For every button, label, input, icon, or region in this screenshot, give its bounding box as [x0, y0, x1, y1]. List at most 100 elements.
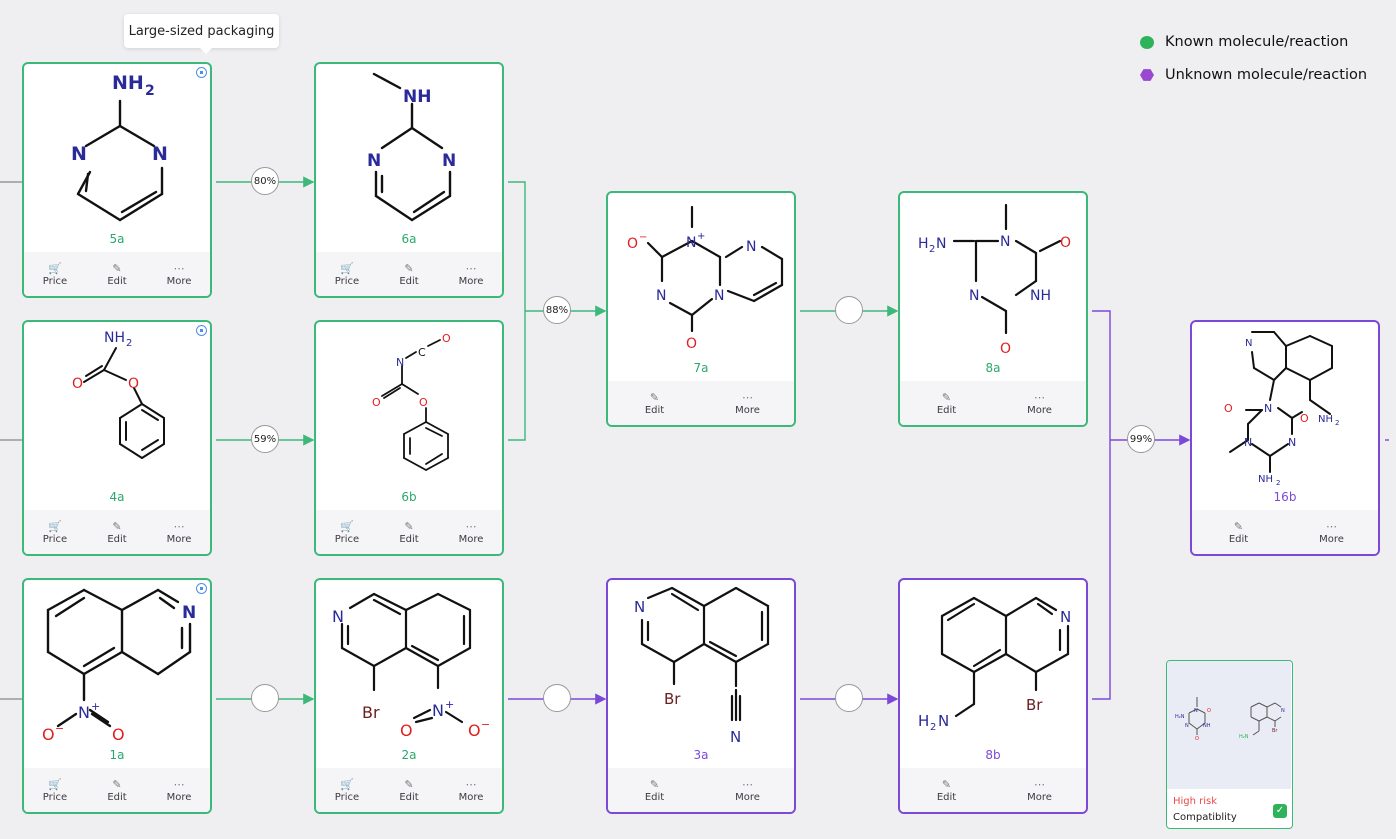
atom-o2: O: [1300, 412, 1309, 425]
more-icon: ⋯: [1034, 777, 1045, 791]
atom-n3: N: [1244, 436, 1252, 449]
atom-o1: O: [442, 332, 451, 345]
molecule-card-3a[interactable]: N Br N 3a ✎Edit ⋯More: [606, 578, 796, 814]
price-button[interactable]: 🛒Price: [334, 261, 360, 287]
check-icon[interactable]: ✓: [1273, 804, 1287, 818]
molecule-card-8a[interactable]: H 2 N N O N NH O 8a ✎Edit ⋯More: [898, 191, 1088, 427]
atom-o3: O: [419, 396, 428, 409]
reaction-node-r1[interactable]: 80%: [251, 167, 279, 195]
atom-o1: O: [627, 236, 638, 252]
more-button[interactable]: ⋯More: [735, 777, 760, 803]
cart-icon: 🛒: [340, 519, 354, 533]
more-button[interactable]: ⋯More: [1319, 519, 1344, 545]
svg-text:−: −: [55, 722, 64, 735]
molecule-card-2a[interactable]: N Br N + O O − 2a 🛒Price ✎Edit ⋯More: [314, 578, 504, 814]
atom-o2: O: [128, 376, 139, 392]
svg-text:O: O: [1207, 708, 1211, 714]
molecule-card-1a[interactable]: N N + O − O 1a 🛒Price ✎Edit ⋯More: [22, 578, 212, 814]
atom-h2n: H: [918, 236, 929, 252]
atom-nh2: NH: [104, 330, 125, 346]
svg-text:NH: NH: [1203, 723, 1211, 729]
atom-n: N: [634, 598, 645, 616]
molecule-card-4a[interactable]: NH 2 O O 4a 🛒Price ✎Edit ⋯More: [22, 320, 212, 556]
more-button[interactable]: ⋯More: [458, 519, 484, 545]
edit-button[interactable]: ✎Edit: [936, 390, 957, 416]
compatibility-card[interactable]: H₂N N O N NH O N Br H₂N High risk Compat…: [1166, 660, 1293, 829]
card-actions: 🛒Price ✎Edit ⋯More: [316, 510, 502, 554]
edit-button[interactable]: ✎Edit: [399, 261, 419, 287]
molecule-card-16b[interactable]: N O N O NH 2 N N NH 2 16b ✎Edit ⋯More: [1190, 320, 1380, 556]
atom-nh2b: NH: [1258, 474, 1273, 485]
card-actions: ✎Edit ⋯More: [900, 768, 1086, 812]
more-icon: ⋯: [173, 519, 185, 533]
atom-cn: N: [730, 728, 741, 746]
more-button[interactable]: ⋯More: [1027, 390, 1052, 416]
price-button[interactable]: 🛒Price: [334, 519, 360, 545]
atom-n2: N: [78, 703, 90, 722]
structure-8a: H 2 N N O N NH O: [900, 193, 1086, 359]
edit-button[interactable]: ✎Edit: [107, 261, 127, 287]
structure-1a: N N + O − O: [24, 580, 210, 746]
card-actions: 🛒Price ✎Edit ⋯More: [24, 252, 210, 296]
price-button[interactable]: 🛒Price: [42, 261, 68, 287]
svg-text:−: −: [481, 718, 490, 731]
reaction-node-r4[interactable]: 88%: [543, 296, 571, 324]
packaging-tooltip: Large-sized packaging: [124, 14, 279, 54]
svg-text:N: N: [1194, 708, 1198, 714]
package-icon[interactable]: [196, 583, 207, 594]
reaction-node-r5[interactable]: [835, 296, 863, 324]
more-button[interactable]: ⋯More: [1027, 777, 1052, 803]
package-icon[interactable]: [196, 325, 207, 336]
edit-button[interactable]: ✎Edit: [107, 777, 127, 803]
more-button[interactable]: ⋯More: [166, 519, 192, 545]
price-button[interactable]: 🛒Price: [334, 777, 360, 803]
molecule-id: 1a: [109, 748, 125, 762]
more-button[interactable]: ⋯More: [458, 261, 484, 287]
edit-icon: ✎: [112, 261, 122, 275]
more-icon: ⋯: [1034, 390, 1045, 404]
molecule-id: 7a: [693, 361, 709, 375]
svg-text:+: +: [91, 700, 100, 713]
more-icon: ⋯: [742, 777, 753, 791]
green-dot-icon: [1140, 35, 1154, 49]
atom-o2: O: [1000, 341, 1011, 357]
price-button[interactable]: 🛒Price: [42, 777, 68, 803]
edit-button[interactable]: ✎Edit: [399, 519, 419, 545]
more-button[interactable]: ⋯More: [166, 777, 192, 803]
card-actions: ✎Edit ⋯More: [900, 381, 1086, 425]
more-button[interactable]: ⋯More: [458, 777, 484, 803]
edit-button[interactable]: ✎Edit: [399, 777, 419, 803]
more-icon: ⋯: [173, 261, 185, 275]
edit-button[interactable]: ✎Edit: [1228, 519, 1249, 545]
cart-icon: 🛒: [48, 519, 62, 533]
edit-button[interactable]: ✎Edit: [107, 519, 127, 545]
package-icon[interactable]: [196, 67, 207, 78]
molecule-card-5a[interactable]: NH 2 N N 5a 🛒Price ✎Edit ⋯More: [22, 62, 212, 298]
edit-icon: ✎: [941, 390, 952, 404]
svg-text:2: 2: [929, 244, 935, 255]
reaction-node-r7[interactable]: [835, 684, 863, 712]
more-button[interactable]: ⋯More: [166, 261, 192, 287]
edit-icon: ✎: [112, 519, 122, 533]
reaction-node-r6[interactable]: [543, 684, 571, 712]
reaction-node-r3[interactable]: [251, 684, 279, 712]
edit-button[interactable]: ✎Edit: [644, 390, 665, 416]
reaction-node-r8[interactable]: 99%: [1127, 425, 1155, 453]
edit-button[interactable]: ✎Edit: [936, 777, 957, 803]
edit-button[interactable]: ✎Edit: [644, 777, 665, 803]
atom-o1: O: [400, 721, 413, 740]
molecule-id: 3a: [693, 748, 709, 762]
molecule-card-8b[interactable]: N Br H 2 N 8b ✎Edit ⋯More: [898, 578, 1088, 814]
molecule-card-7a[interactable]: O − N + N N N O 7a ✎Edit ⋯More: [606, 191, 796, 427]
more-icon: ⋯: [465, 777, 477, 791]
atom-nh: NH: [1030, 288, 1051, 304]
purple-hexagon-icon: [1140, 69, 1154, 81]
molecule-card-6b[interactable]: N C O O O 6b 🛒Price ✎Edit ⋯More: [314, 320, 504, 556]
price-button[interactable]: 🛒Price: [42, 519, 68, 545]
compatibility-structures: H₂N N O N NH O N Br H₂N: [1167, 661, 1291, 789]
atom-n2: N: [746, 239, 756, 255]
atom-n: N: [332, 607, 344, 626]
more-button[interactable]: ⋯More: [735, 390, 760, 416]
reaction-node-r2[interactable]: 59%: [251, 425, 279, 453]
molecule-card-6a[interactable]: NH N N 6a 🛒Price ✎Edit ⋯More: [314, 62, 504, 298]
